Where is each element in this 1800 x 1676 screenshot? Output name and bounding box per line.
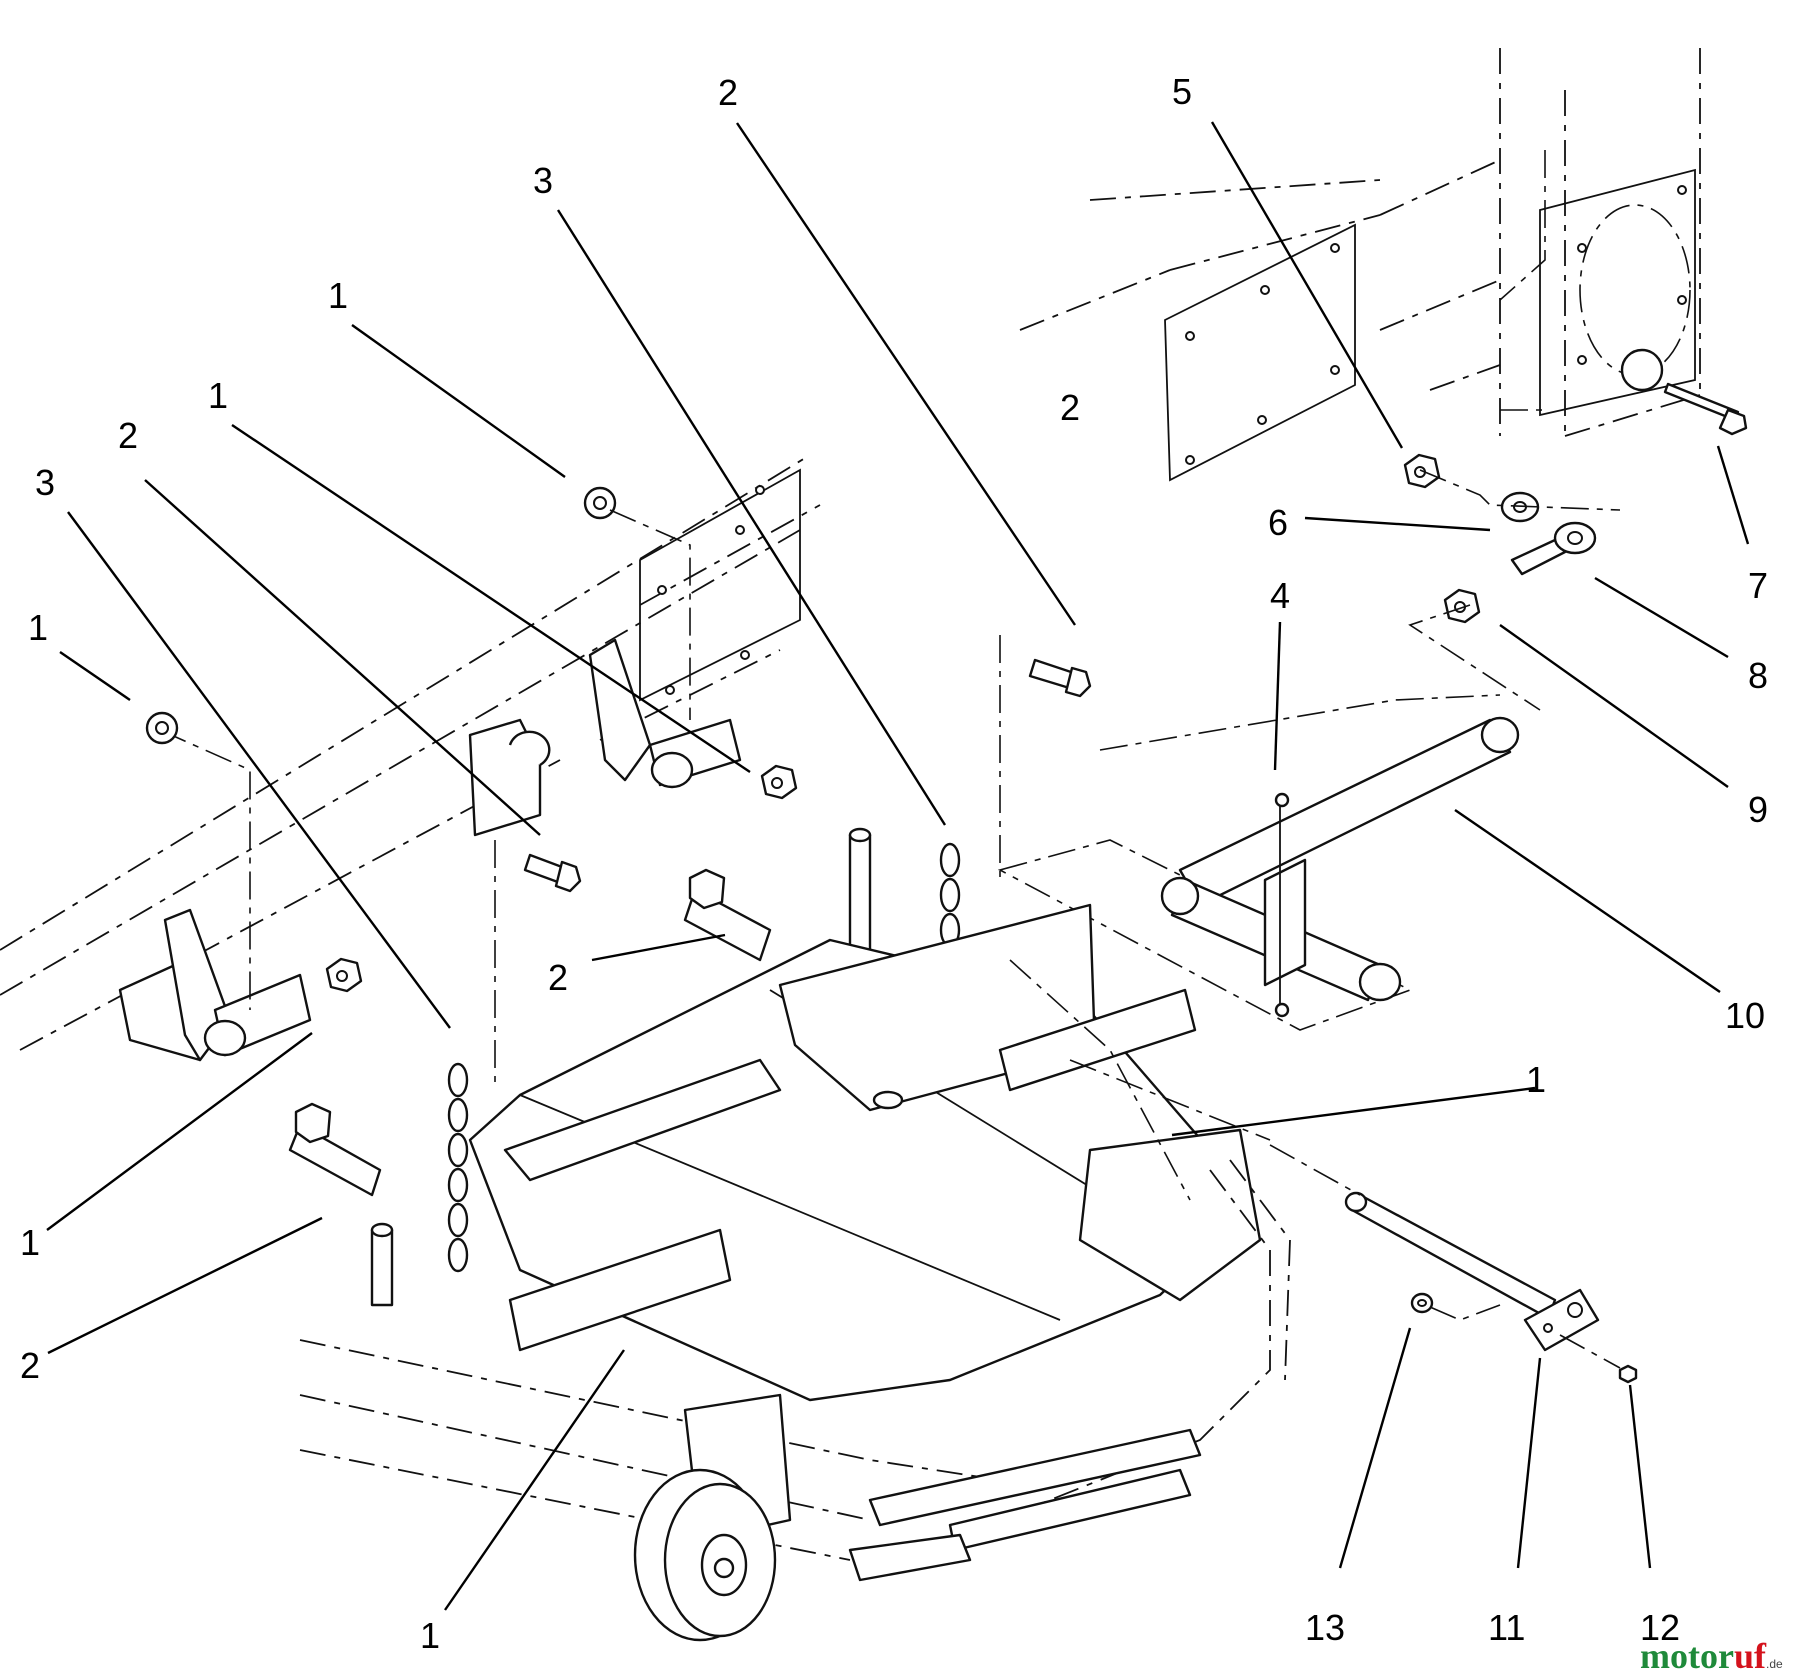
callout-1-second: 1	[208, 375, 228, 416]
callout-7: 7	[1748, 565, 1768, 606]
pivot-rod-11	[1269, 1144, 1600, 1352]
callout-1-left: 1	[28, 607, 48, 648]
tractor-frame-left	[0, 454, 821, 1051]
bolt-7	[1663, 382, 1748, 436]
callout-2-left: 2	[118, 415, 138, 456]
lift-bar-10	[997, 694, 1520, 1031]
nut-1-lower	[325, 957, 363, 993]
mower-deck	[299, 903, 1291, 1582]
callout-2-top: 2	[718, 72, 738, 113]
callout-13: 13	[1305, 1607, 1345, 1648]
nut-9	[1443, 588, 1481, 624]
callout-1-right: 1	[1526, 1059, 1546, 1100]
nut-1-left	[145, 711, 179, 745]
nut-1-mid	[760, 764, 798, 800]
motoruf-watermark-logo: motoruf.de	[1640, 1636, 1783, 1676]
bolt-2-upper	[999, 635, 1092, 880]
gauge-wheel	[633, 1468, 777, 1642]
washer-13	[1410, 1292, 1501, 1321]
tractor-frame-right	[1019, 48, 1701, 437]
callout-2-center: 2	[548, 957, 568, 998]
callout-1-lower-left: 1	[20, 1222, 40, 1263]
chain-3-lower	[447, 1062, 469, 1273]
callout-5: 5	[1172, 71, 1192, 112]
callout-2-right: 2	[1060, 387, 1080, 428]
callout-11: 11	[1488, 1607, 1525, 1648]
bolt-2-center	[683, 868, 772, 962]
callout-3-left: 3	[35, 462, 55, 503]
callout-3-upper: 3	[533, 160, 553, 201]
callout-6: 6	[1268, 502, 1288, 543]
leader-lines	[46, 121, 1750, 1611]
deck-post-lower	[370, 1222, 394, 1307]
hitch-bracket-left	[118, 729, 312, 1062]
callout-12: 12	[1640, 1607, 1680, 1648]
callout-2-lower-left: 2	[20, 1345, 40, 1386]
bolt-2-mid	[494, 840, 582, 1090]
callout-10: 10	[1725, 995, 1765, 1036]
bolt-2-lower	[288, 1102, 382, 1197]
callout-1-upper: 1	[328, 275, 348, 316]
nut-1-upper	[583, 486, 691, 720]
callout-8: 8	[1748, 655, 1768, 696]
callout-4: 4	[1270, 575, 1290, 616]
callout-1-bottom: 1	[420, 1615, 440, 1656]
callout-9: 9	[1748, 789, 1768, 830]
rod-end-8	[1510, 521, 1597, 576]
screw-12	[1559, 1334, 1638, 1384]
svg-text:motoruf.de: motoruf.de	[1640, 1636, 1783, 1676]
callout-labels: 2 5 3 1 1 2 3 1 2 6 7 4 8 9 2 10 1 1 2 1…	[20, 71, 1768, 1656]
motor-mount-plate	[1539, 168, 1696, 417]
